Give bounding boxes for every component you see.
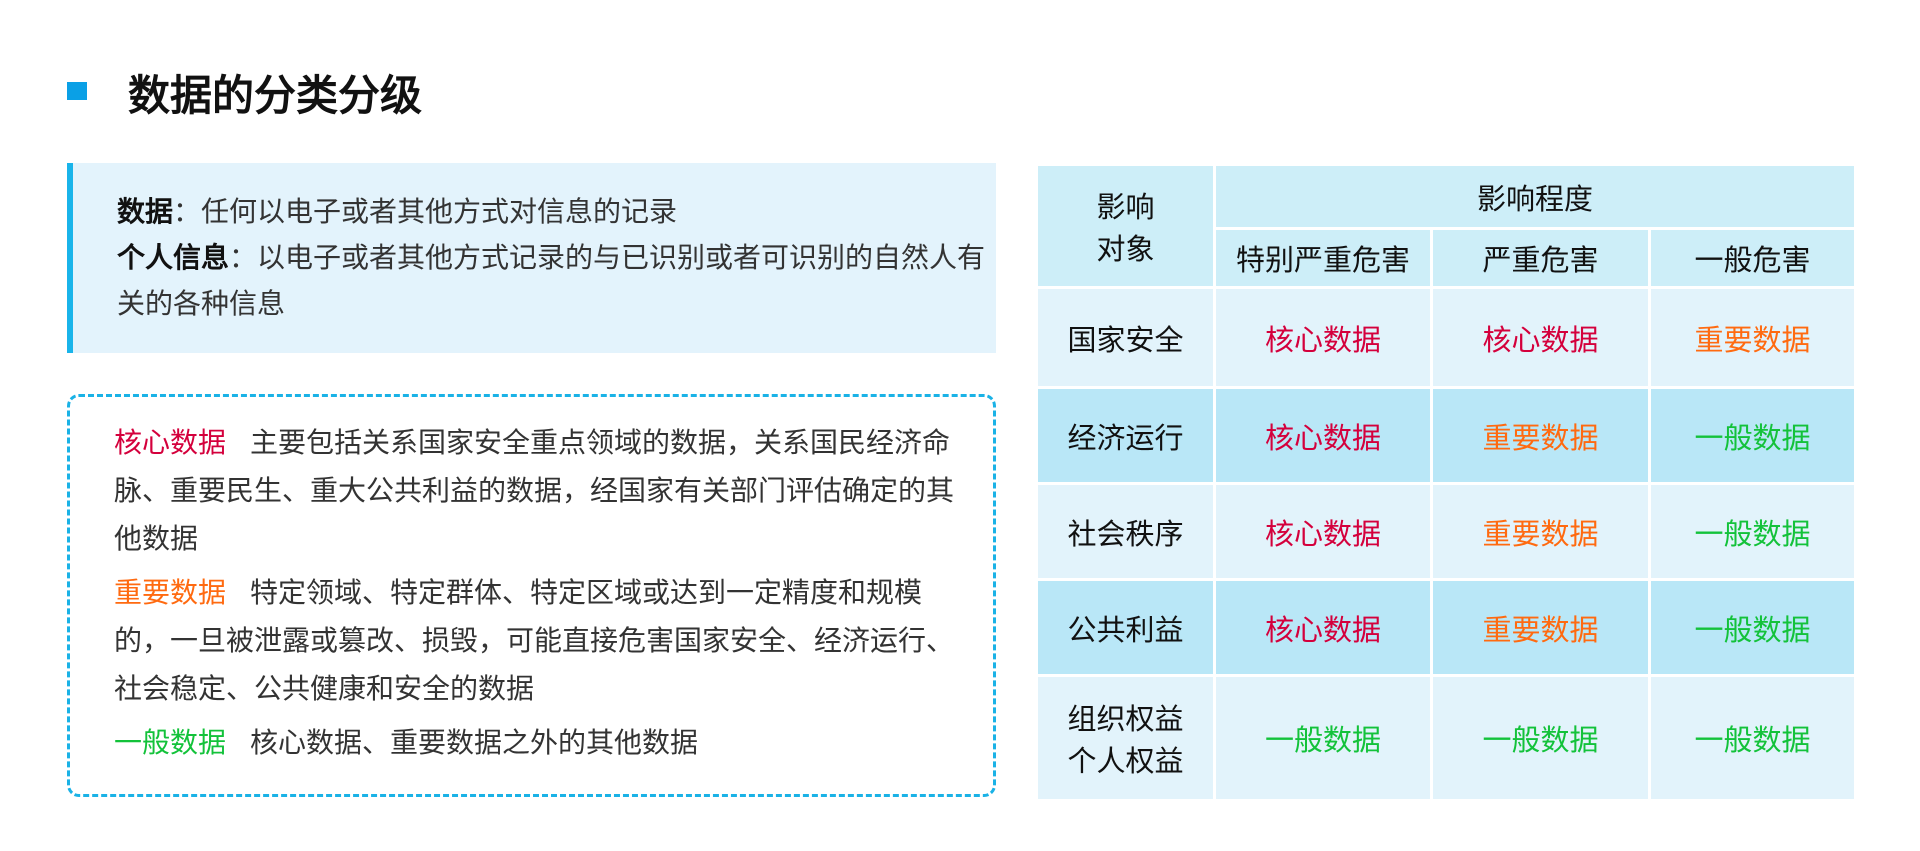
personal-info-term: 个人信息 <box>117 241 230 274</box>
level-desc: 特定领域、特定群体、特定区域或达到一定精度和规模的，一旦被泄露或篡改、损毁，可能… <box>114 576 955 705</box>
level-desc: 主要包括关系国家安全重点领域的数据，关系国民经济命脉、重要民生、重大公共利益的数… <box>114 426 955 555</box>
personal-info-definition: ：以电子或者其他方式记录的与已识别或者可识别的自然人有关的各种信息 <box>117 241 986 320</box>
table-row: 国家安全核心数据核心数据重要数据 <box>1035 286 1857 389</box>
table-row: 经济运行核心数据重要数据一般数据 <box>1035 386 1857 485</box>
level-term: 一般数据 <box>114 726 227 759</box>
row-label-line: 经济运行 <box>1067 420 1184 455</box>
row-label: 国家安全 <box>1035 286 1216 389</box>
row-label: 组织权益个人权益 <box>1035 674 1216 802</box>
table-cell: 核心数据 <box>1213 386 1433 485</box>
table-cell: 重要数据 <box>1430 578 1651 677</box>
row-label-line: 个人权益 <box>1067 744 1184 778</box>
table-cell: 核心数据 <box>1213 482 1433 581</box>
table-cell: 核心数据 <box>1430 286 1651 389</box>
table-cell: 一般数据 <box>1648 578 1857 677</box>
column-header: 严重危害 <box>1430 227 1651 289</box>
level-desc: 核心数据、重要数据之外的其他数据 <box>250 726 699 759</box>
corner-line: 影响 <box>1096 190 1155 224</box>
row-label-line: 公共利益 <box>1067 612 1184 647</box>
row-label: 公共利益 <box>1035 578 1216 677</box>
level-term: 重要数据 <box>114 576 227 609</box>
data-definition: ：任何以电子或者其他方式对信息的记录 <box>173 195 678 228</box>
level-general: 一般数据核心数据、重要数据之外的其他数据 <box>114 719 963 767</box>
table-row: 公共利益核心数据重要数据一般数据 <box>1035 578 1857 677</box>
table-cell: 重要数据 <box>1430 482 1651 581</box>
levels-box: 核心数据主要包括关系国家安全重点领域的数据，关系国民经济命脉、重要民生、重大公共… <box>67 394 996 797</box>
row-label: 经济运行 <box>1035 386 1216 485</box>
table-cell: 重要数据 <box>1648 286 1857 389</box>
data-term: 数据 <box>117 195 174 228</box>
column-header: 一般危害 <box>1648 227 1857 289</box>
column-header: 特别严重危害 <box>1213 227 1433 289</box>
table-row: 组织权益个人权益一般数据一般数据一般数据 <box>1035 674 1857 802</box>
table-cell: 一般数据 <box>1648 482 1857 581</box>
table-cell: 一般数据 <box>1213 674 1433 802</box>
corner-header: 影响对象 <box>1035 163 1216 289</box>
row-label-line: 社会秩序 <box>1067 516 1184 551</box>
table-cell: 一般数据 <box>1430 674 1651 802</box>
level-term: 核心数据 <box>114 426 227 459</box>
table-cell: 一般数据 <box>1648 386 1857 485</box>
row-label-line: 国家安全 <box>1067 322 1184 357</box>
table-cell: 核心数据 <box>1213 286 1433 389</box>
row-label-line: 组织权益 <box>1067 702 1184 736</box>
row-label: 社会秩序 <box>1035 482 1216 581</box>
group-header: 影响程度 <box>1213 163 1857 230</box>
page-title: 数据的分类分级 <box>128 71 423 120</box>
level-important: 重要数据特定领域、特定群体、特定区域或达到一定精度和规模的，一旦被泄露或篡改、损… <box>114 569 963 713</box>
table-cell: 核心数据 <box>1213 578 1433 677</box>
classification-table: 影响对象 影响程度 特别严重危害 严重危害 一般危害 国家安全核心数据核心数据重… <box>1035 163 1857 802</box>
table-cell: 一般数据 <box>1648 674 1857 802</box>
definition-box: 数据：任何以电子或者其他方式对信息的记录 个人信息：以电子或者其他方式记录的与已… <box>67 163 996 353</box>
table-row: 社会秩序核心数据重要数据一般数据 <box>1035 482 1857 581</box>
table-cell: 重要数据 <box>1430 386 1651 485</box>
level-core: 核心数据主要包括关系国家安全重点领域的数据，关系国民经济命脉、重要民生、重大公共… <box>114 419 963 563</box>
title-bullet-icon <box>67 82 87 100</box>
corner-line: 对象 <box>1096 232 1155 266</box>
